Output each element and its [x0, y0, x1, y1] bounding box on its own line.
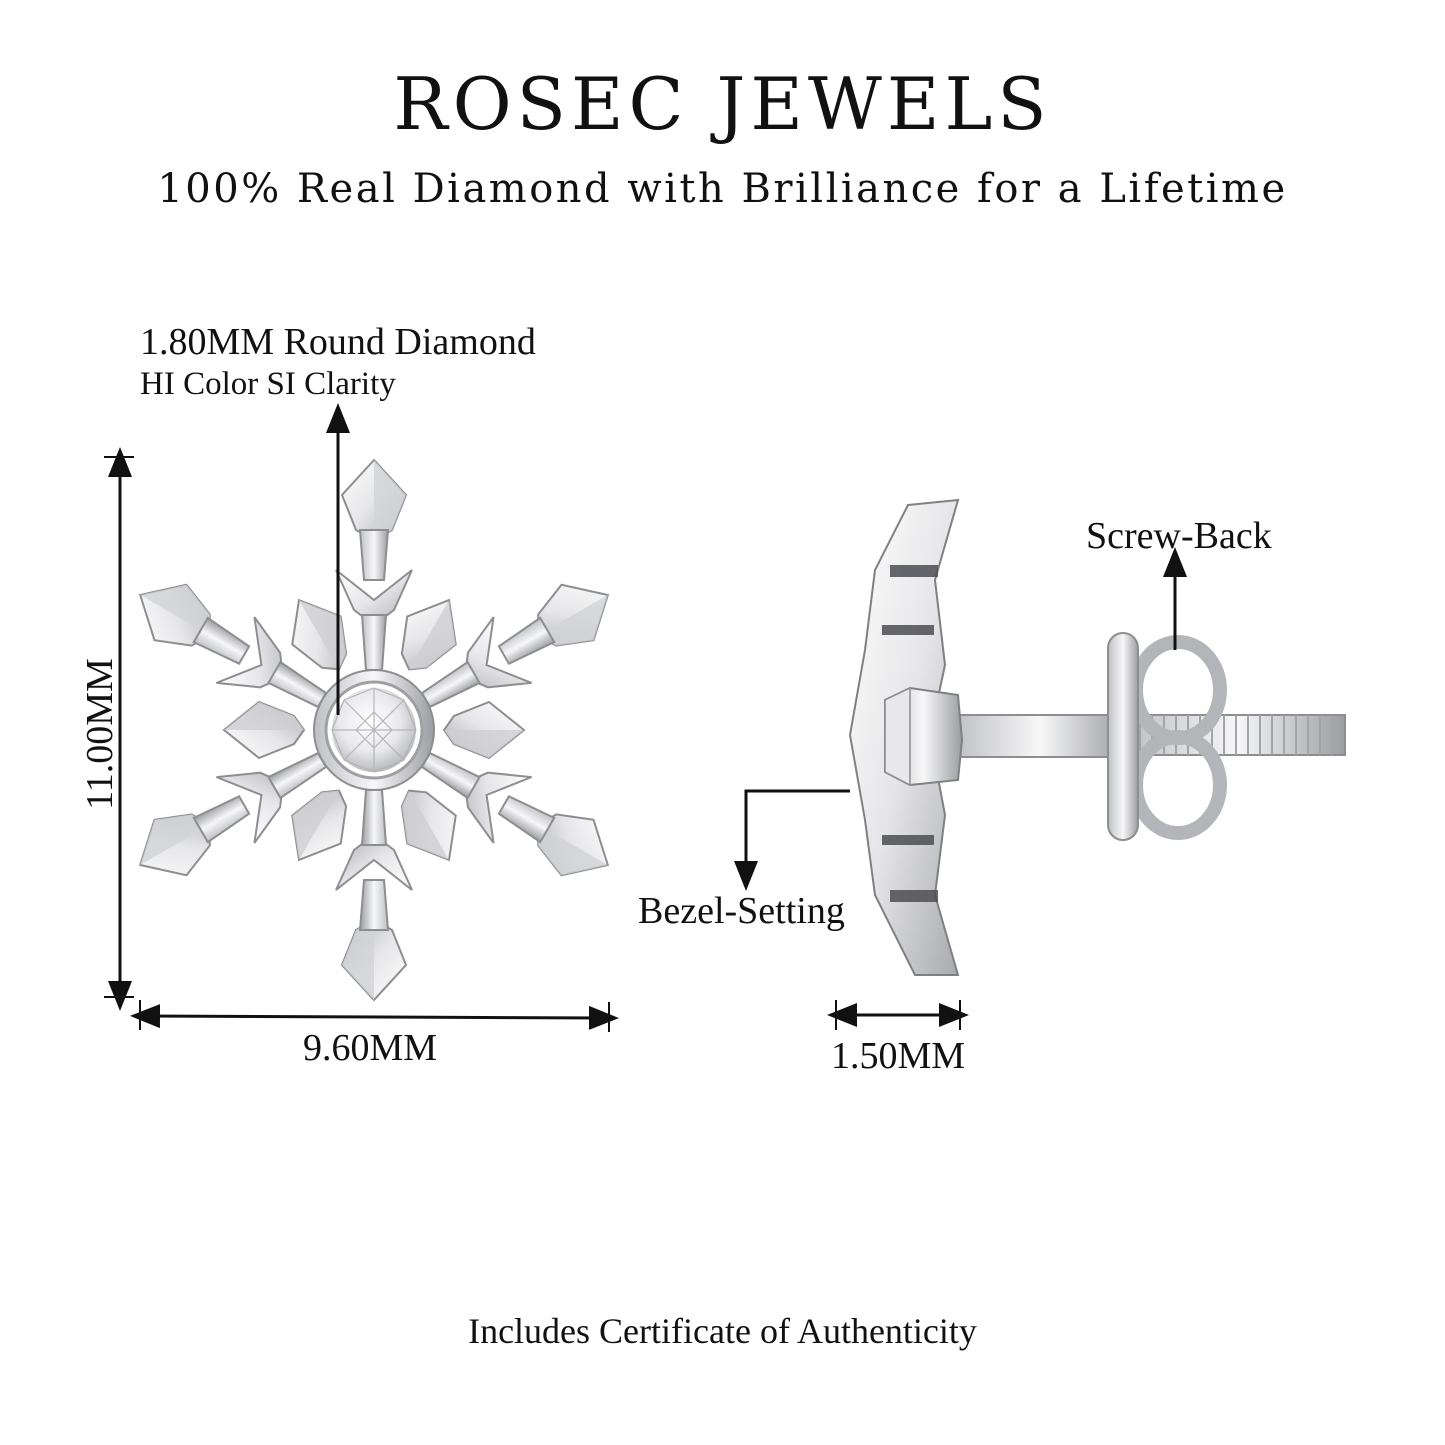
- brand-tagline: 100% Real Diamond with Brilliance for a …: [157, 166, 1288, 212]
- screw-back-label: Screw-Back: [1086, 515, 1272, 557]
- snowflake-front-view: [120, 459, 628, 1001]
- bezel-setting-label: Bezel-Setting: [638, 890, 845, 932]
- width-label: 9.60MM: [302, 1027, 438, 1069]
- diamond-quality-label: HI Color SI Clarity: [140, 366, 396, 402]
- brand-title: ROSEC JEWELS: [393, 62, 1052, 146]
- certificate-note: Includes Certificate of Authenticity: [468, 1311, 977, 1351]
- earring-side-view: [848, 498, 1346, 976]
- diamond-size-label: 1.80MM Round Diamond: [140, 321, 536, 363]
- width-dimension-line: [130, 1004, 619, 1030]
- bezel-setting-arrow: [734, 789, 850, 891]
- depth-label: 1.50MM: [830, 1035, 966, 1077]
- height-label: 11.00MM: [79, 658, 121, 810]
- screw-back-disc: [1107, 632, 1139, 841]
- earring-post: [954, 714, 1126, 758]
